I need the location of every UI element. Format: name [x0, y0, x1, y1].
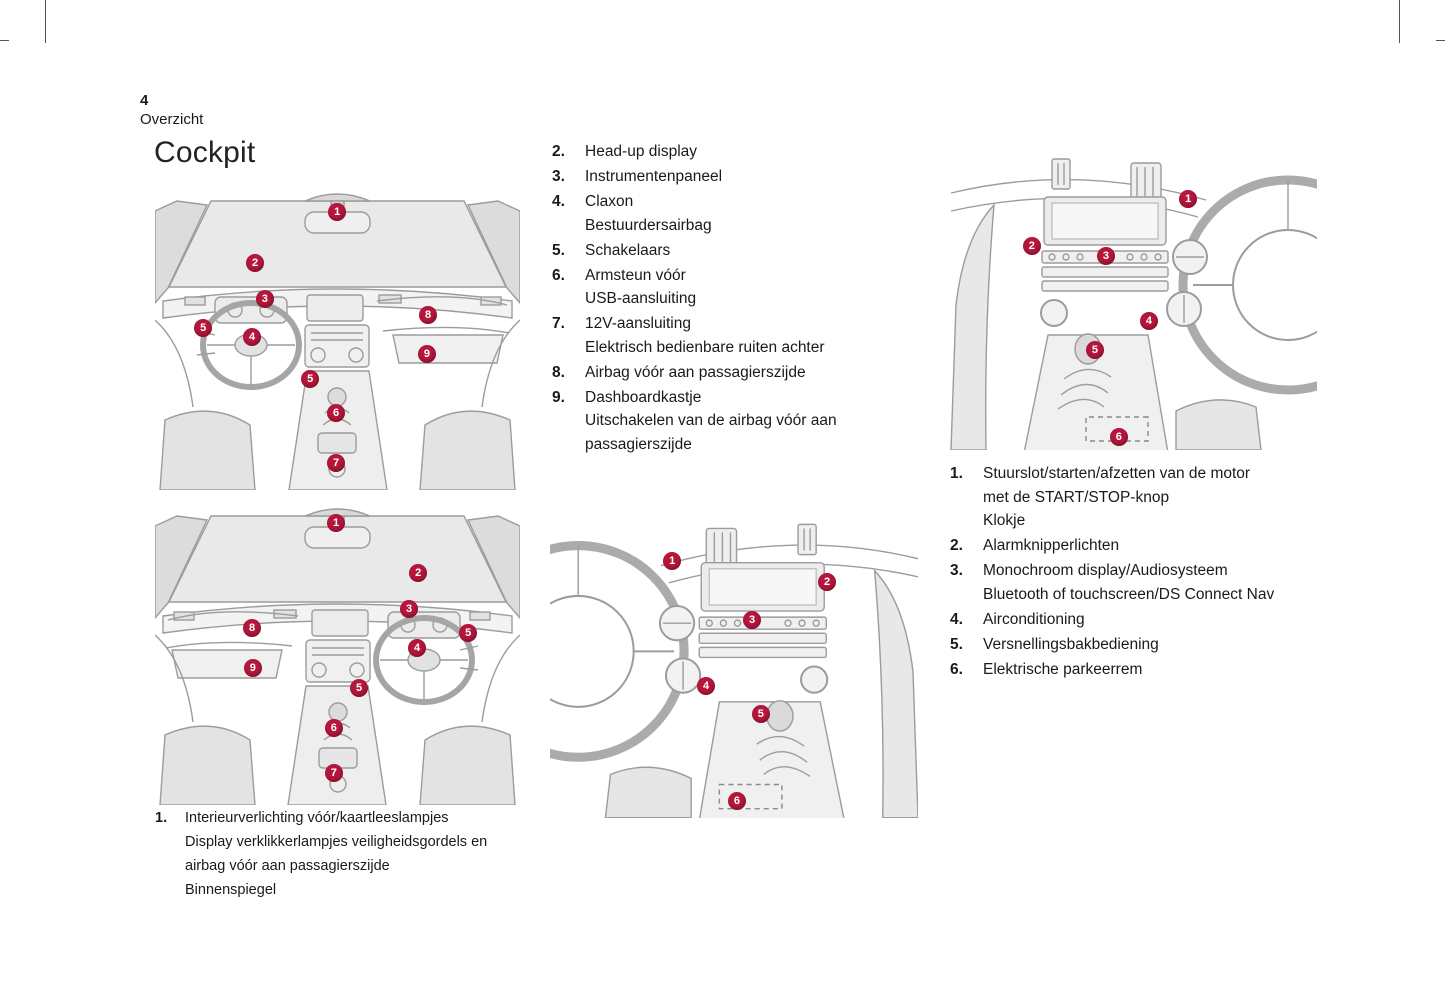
cockpit-illustration-mirrored	[155, 500, 520, 805]
callout-marker-5: 5	[751, 704, 770, 723]
callout-marker-2: 2	[409, 563, 428, 582]
legend-interior-items: 1. Interieurverlichting vóór/kaartleeslam…	[155, 806, 535, 904]
callout-marker-2: 2	[246, 254, 264, 273]
legend-item: 1. Stuurslot/starten/afzetten van de moto…	[950, 462, 1330, 533]
callout-marker-4: 4	[243, 327, 262, 346]
callout-marker-9: 9	[243, 659, 262, 678]
diagram-center-console-rhd: 1 2 3 4 5 6	[950, 145, 1317, 450]
legend-item-number: 7.	[552, 315, 565, 332]
legend-item: 2. Head-up display	[552, 140, 922, 164]
legend-item-text: Instrumentenpaneel	[585, 168, 723, 185]
legend-item: 1. Interieurverlichting vóór/kaartleeslam…	[155, 806, 535, 902]
callout-marker-5: 5	[194, 319, 213, 338]
callout-marker-5: 5	[459, 623, 478, 642]
crop-mark	[45, 0, 46, 43]
legend-item: 3. Instrumentenpaneel	[552, 165, 922, 189]
callout-marker-7: 7	[324, 763, 343, 782]
legend-item-number: 6.	[552, 266, 565, 284]
legend-item: 8. Airbag vóór aan passagierszijde	[552, 361, 922, 385]
legend-item: 4. Airconditioning	[950, 608, 1330, 632]
callout-marker-1: 1	[663, 552, 682, 571]
callout-marker-4: 4	[1139, 311, 1158, 330]
callout-marker-6: 6	[324, 719, 343, 738]
section-label: Overzicht	[140, 111, 204, 128]
legend-console-items: 1. Stuurslot/starten/afzetten van de moto…	[950, 462, 1330, 683]
callout-marker-4: 4	[697, 676, 716, 695]
legend-item-text: Elektrische parkeerrem	[983, 660, 1143, 678]
legend-item-number: 3.	[950, 562, 963, 579]
callout-marker-2: 2	[818, 573, 837, 592]
callout-marker-6: 6	[327, 404, 346, 423]
callout-marker-1: 1	[1179, 189, 1198, 208]
callout-marker-6: 6	[727, 792, 746, 811]
callout-marker-3: 3	[255, 290, 274, 309]
legend-item-number: 3.	[552, 168, 565, 185]
callout-marker-9: 9	[417, 344, 436, 363]
callout-marker-8: 8	[419, 305, 438, 324]
legend-item-number: 2.	[552, 143, 565, 160]
legend-item-number: 6.	[950, 660, 963, 678]
legend-item-number: 8.	[552, 363, 565, 381]
legend-item-text: Airbag vóór aan passagierszijde	[585, 363, 806, 381]
legend-item: 5. Versnellingsbakbediening	[950, 633, 1330, 657]
legend-item-number: 2.	[950, 537, 963, 554]
legend-item: 5. Schakelaars	[552, 239, 922, 263]
legend-item-text: Interieurverlichting vóór/kaartleeslampj…	[185, 810, 488, 898]
crop-mark	[0, 40, 9, 41]
legend-item-text: Airconditioning	[983, 610, 1085, 628]
callout-marker-6: 6	[1109, 427, 1128, 446]
console-illustration	[550, 510, 918, 818]
callout-marker-3: 3	[400, 599, 419, 618]
callout-marker-7: 7	[327, 453, 346, 472]
console-illustration-mirrored	[950, 145, 1317, 450]
legend-item-number: 5.	[950, 635, 963, 653]
legend-item-number: 4.	[552, 193, 565, 210]
legend-item-text: Versnellingsbakbediening	[983, 635, 1159, 653]
legend-item-number: 1.	[950, 465, 963, 482]
page-title: Cockpit	[154, 136, 256, 169]
legend-item-number: 9.	[552, 388, 565, 406]
callout-marker-2: 2	[1022, 236, 1041, 255]
callout-marker-5: 5	[301, 369, 320, 388]
legend-item-text: Schakelaars	[585, 241, 671, 259]
crop-mark	[1436, 40, 1445, 41]
diagram-center-console-lhd: 1 2 3 4 5 6	[550, 510, 918, 818]
legend-item-number: 5.	[552, 241, 565, 259]
callout-marker-3: 3	[743, 610, 762, 629]
legend-item-number: 4.	[950, 610, 963, 628]
callout-marker-5: 5	[1085, 340, 1104, 359]
legend-cockpit-items: 2. Head-up display 3. Instrumentenpaneel 4. C…	[552, 140, 922, 458]
legend-item-text: Alarmknipperlichten	[983, 537, 1120, 554]
callout-marker-4: 4	[408, 638, 427, 657]
callout-marker-1: 1	[327, 513, 346, 532]
callout-marker-1: 1	[328, 203, 347, 222]
diagram-cockpit-front-rhd: 1 2 3 8 5 4 9 5 6 7	[155, 500, 520, 805]
legend-item-number: 1.	[155, 810, 168, 826]
callout-marker-5: 5	[350, 678, 369, 697]
callout-marker-8: 8	[243, 619, 262, 638]
crop-mark	[1399, 0, 1400, 43]
callout-marker-3: 3	[1096, 247, 1115, 266]
legend-item: 6. Elektrische parkeerrem	[950, 658, 1330, 682]
legend-item: 2. Alarmknipperlichten	[950, 534, 1330, 558]
cockpit-illustration	[155, 185, 520, 490]
legend-item-text: Head-up display	[585, 143, 698, 160]
page-number: 4	[140, 92, 149, 109]
